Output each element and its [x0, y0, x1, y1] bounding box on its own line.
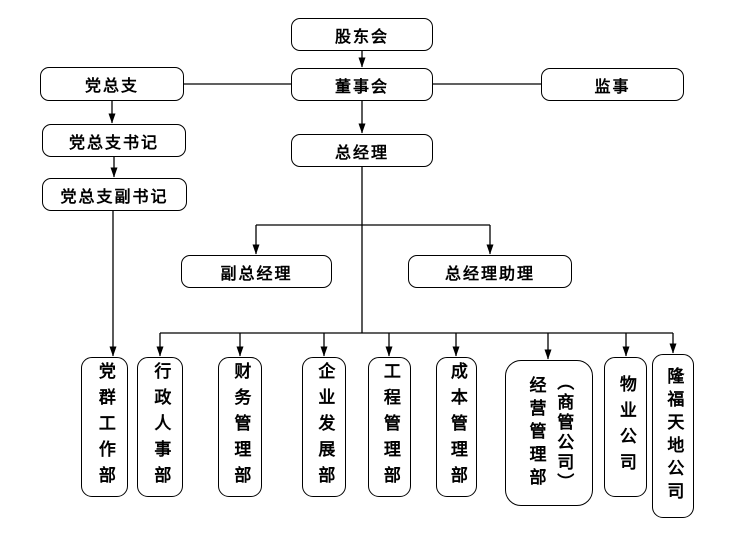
node-label: 副总经理: [220, 265, 293, 283]
node-label: 股东会: [334, 28, 389, 46]
node-label: 党总支: [84, 78, 139, 95]
dept-property-company: 物业公司: [604, 357, 647, 497]
node-label: 监事: [594, 78, 631, 96]
node-label: 董事会: [334, 78, 389, 96]
node-general-manager: 总经理: [291, 134, 433, 167]
node-label: 总经理: [334, 144, 389, 162]
dept-admin-hr: 行政人事部: [137, 357, 183, 497]
node-party-deputy-secretary: 党总支副书记: [42, 178, 187, 211]
dept-operations-management: 经营管理部 （商管公司）: [505, 360, 593, 506]
node-deputy-general-manager: 副总经理: [181, 255, 332, 288]
node-shareholders: 股东会: [291, 18, 433, 51]
node-label: 党总支书记: [68, 134, 159, 152]
dept-label: 企业发展部: [315, 362, 335, 492]
dept-cost: 成本管理部: [436, 357, 477, 497]
dept-label: 物业公司: [616, 375, 636, 479]
dept-label: 党群工作部: [95, 362, 115, 492]
node-label: 总经理助理: [444, 265, 535, 283]
dept-label: 工程管理部: [380, 362, 400, 492]
dept-label: 成本管理部: [447, 362, 467, 492]
node-supervisors: 监事: [541, 68, 684, 101]
node-label: 党总支副书记: [60, 188, 169, 206]
dept-sublabel: （商管公司）: [554, 373, 574, 493]
dept-party-mass-work: 党群工作部: [81, 357, 128, 497]
node-gm-assistant: 总经理助理: [408, 255, 572, 288]
dept-label: 行政人事部: [151, 362, 171, 492]
dept-longfu-tiandi-company: 隆福天地公司: [652, 354, 694, 518]
dept-label: 财务管理部: [231, 362, 251, 492]
dept-finance: 财务管理部: [218, 357, 262, 497]
dept-label: 隆福天地公司: [664, 367, 684, 505]
dept-enterprise-development: 企业发展部: [302, 357, 346, 497]
node-party-branch: 党总支: [40, 67, 184, 101]
node-board: 董事会: [291, 68, 433, 101]
dept-label: 经营管理部: [526, 375, 546, 491]
dept-engineering: 工程管理部: [368, 357, 411, 497]
node-party-secretary: 党总支书记: [42, 124, 186, 157]
